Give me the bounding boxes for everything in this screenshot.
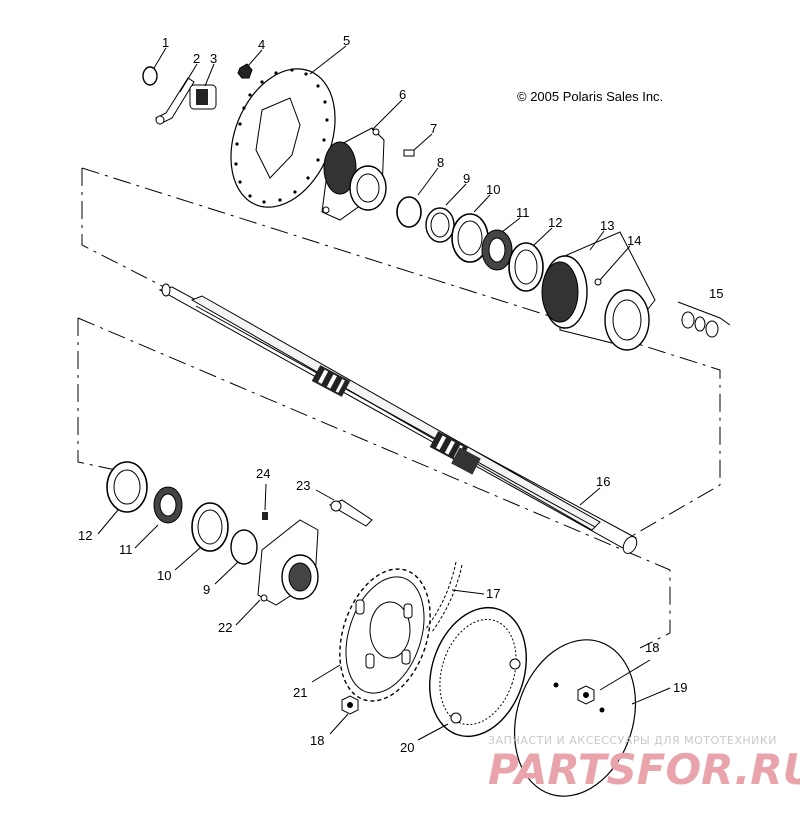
callout-17: 17: [486, 586, 500, 601]
callout-15: 15: [709, 286, 723, 301]
callout-21: 21: [293, 685, 307, 700]
retaining-ring-upper: [396, 196, 422, 228]
leader-lines: [97, 45, 671, 741]
callout-24: 24: [256, 466, 270, 481]
callout-8: 8: [437, 155, 444, 170]
screw: [403, 149, 415, 157]
chain-cable: [424, 561, 463, 633]
roller-bearing-lower: [153, 486, 183, 524]
seal-upper: [425, 207, 455, 243]
callout-10-upper: 10: [486, 182, 500, 197]
callout-23: 23: [296, 478, 310, 493]
roller-bearing-upper: [481, 229, 513, 271]
bearing-race-upper: [451, 213, 489, 263]
callout-18-right: 18: [645, 640, 659, 655]
sprocket-guard-plate: [513, 639, 637, 797]
callout-6: 6: [399, 87, 406, 102]
watermark-brand: PARTSFOR.RU: [488, 745, 800, 794]
callout-1: 1: [162, 35, 169, 50]
callout-19: 19: [673, 680, 687, 695]
callout-13: 13: [600, 218, 614, 233]
callout-9-upper: 9: [463, 171, 470, 186]
watermark-tagline: ЗАПЧАСТИ И АКСЕССУАРЫ ДЛЯ МОТОТЕХНИКИ: [488, 734, 777, 747]
callout-labels: 1 2 3 4 5 6 7 8 9 10 11 12 13 14 15 16 1…: [78, 33, 723, 755]
assembly-guide-lines: [77, 167, 721, 649]
bearing-housing: [541, 231, 656, 351]
hardware-kit: [677, 301, 731, 338]
callout-12-upper: 12: [548, 215, 562, 230]
seal-lower: [230, 529, 258, 565]
bearing-cup-upper: [508, 242, 544, 292]
callout-14: 14: [627, 233, 641, 248]
callout-9-lower: 9: [203, 582, 210, 597]
sprocket-bolt: [328, 499, 373, 527]
callout-16: 16: [596, 474, 610, 489]
callout-22: 22: [218, 620, 232, 635]
callout-5: 5: [343, 33, 350, 48]
callout-3: 3: [210, 51, 217, 66]
callout-18-lower: 18: [310, 733, 324, 748]
sprocket-lock-nut: [341, 695, 359, 715]
copyright-text: © 2005 Polaris Sales Inc.: [517, 89, 663, 104]
lock-nut: [237, 63, 253, 79]
callout-20: 20: [400, 740, 414, 755]
watermark: ЗАПЧАСТИ И АКСЕССУАРЫ ДЛЯ МОТОТЕХНИКИ PA…: [488, 734, 800, 794]
brake-shield-ring: [429, 606, 527, 738]
callout-12-lower: 12: [78, 528, 92, 543]
bearing-cup-lower: [106, 461, 148, 513]
brake-disc: [230, 68, 336, 208]
callout-10-lower: 10: [157, 568, 171, 583]
hub-bolt: [262, 512, 268, 520]
callout-4: 4: [258, 37, 265, 52]
caliper-bolt: [155, 77, 195, 125]
sprocket-hub: [257, 519, 319, 606]
snap-ring: [142, 66, 158, 86]
brake-disc-hub: [321, 127, 387, 221]
callout-2: 2: [193, 51, 200, 66]
bolt-clamp: [189, 84, 217, 110]
drive-sprocket: [339, 568, 431, 702]
bearing-race-lower: [191, 502, 229, 552]
callout-11-upper: 11: [516, 205, 530, 220]
callout-7: 7: [430, 121, 437, 136]
callout-11-lower: 11: [119, 542, 133, 557]
axle-shaft: [158, 283, 638, 554]
